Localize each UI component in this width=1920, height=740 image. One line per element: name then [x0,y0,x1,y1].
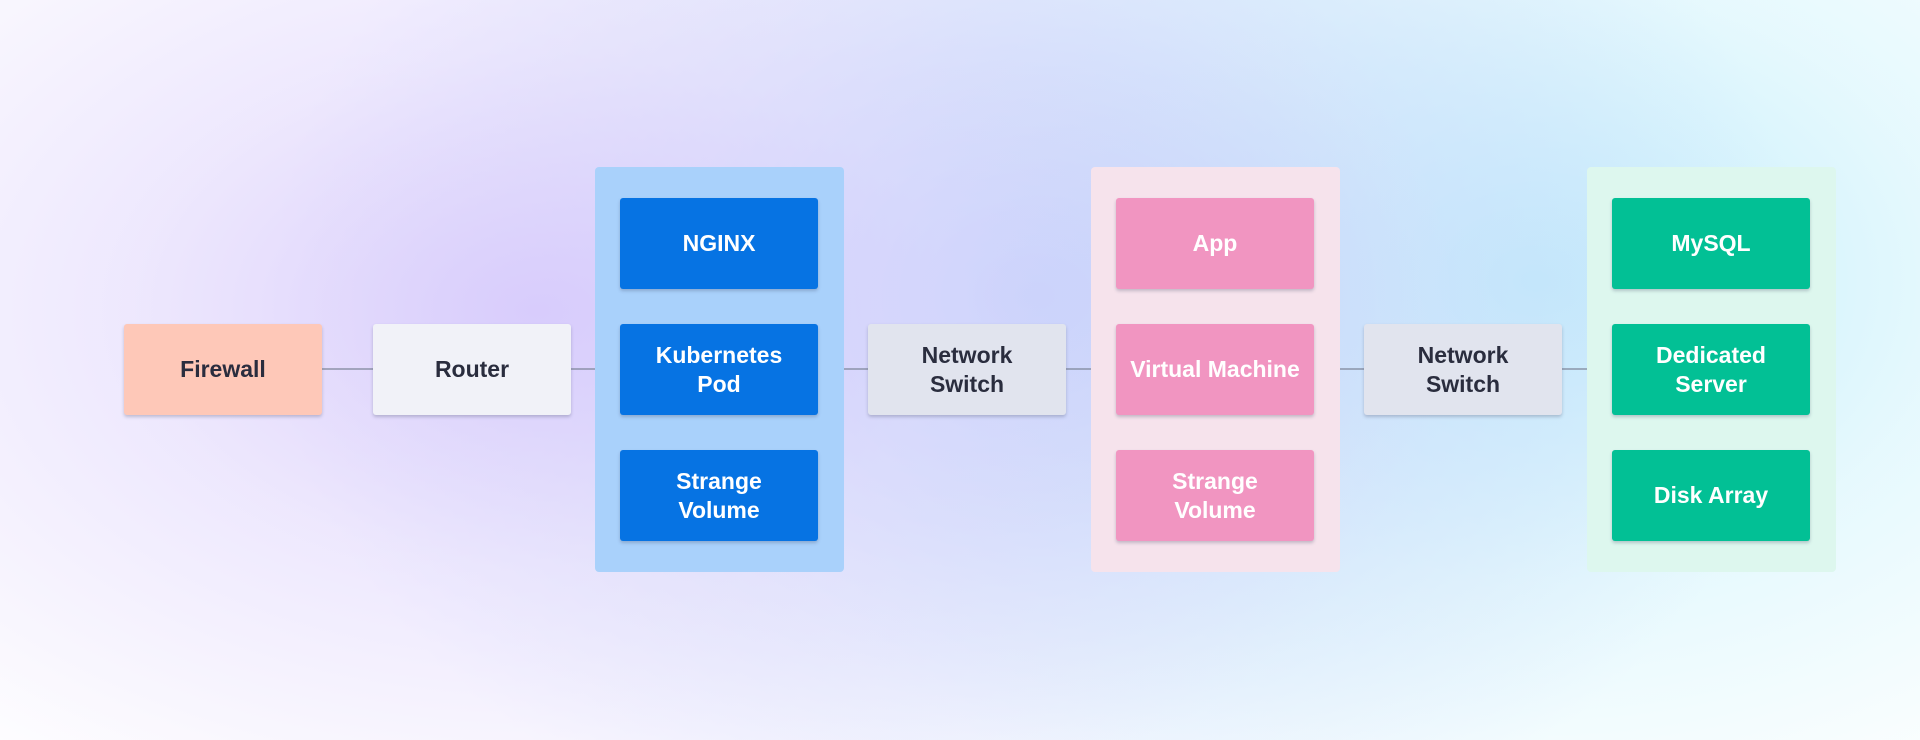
nginx-node: NGINX [620,198,818,289]
router-node: Router [373,324,571,415]
network-switch-node-1: Network Switch [868,324,1066,415]
storage-volume-node-2: Strange Volume [1116,450,1314,541]
dedicated-server-node: Dedicated Server [1612,324,1810,415]
disk-array-node: Disk Array [1612,450,1810,541]
network-switch-node-2: Network Switch [1364,324,1562,415]
app-node: App [1116,198,1314,289]
firewall-node: Firewall [124,324,322,415]
storage-volume-node-1: Strange Volume [620,450,818,541]
kubernetes-group: NGINX Kubernetes Pod Strange Volume [595,167,844,572]
kubernetes-pod-node: Kubernetes Pod [620,324,818,415]
virtual-machine-group: App Virtual Machine Strange Volume [1091,167,1340,572]
data-group: MySQL Dedicated Server Disk Array [1587,167,1836,572]
mysql-node: MySQL [1612,198,1810,289]
virtual-machine-node: Virtual Machine [1116,324,1314,415]
